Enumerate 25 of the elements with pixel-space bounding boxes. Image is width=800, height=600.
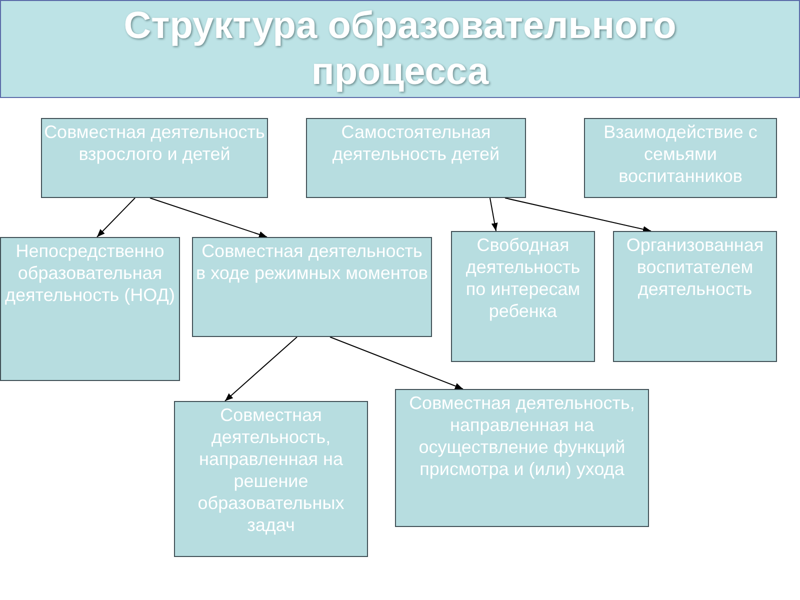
process-box: [41, 118, 268, 198]
process-box: [451, 231, 595, 362]
arrow: [150, 198, 268, 238]
arrow: [504, 198, 652, 232]
arrow: [330, 336, 464, 390]
box-text: Непосредственно образовательная деятельность (НОД): [4, 240, 176, 306]
process-box: [613, 231, 777, 362]
box-text: Самостоятельная деятельность детей: [331, 121, 501, 165]
box-text: Совместная деятельность, направленная на решение образовательных задач: [196, 404, 346, 536]
box-text: Взаимодействие с семьями воспитанников: [602, 121, 758, 187]
arrow: [96, 198, 136, 238]
box-text: Совместная деятельность, направленная на осуществление функций присмотра и (или) ухода: [408, 392, 636, 480]
box-text: Совместная деятельность взрослого и детей: [44, 121, 265, 165]
box-text: Совместная деятельность в ходе режимных моментов: [195, 240, 429, 284]
process-box: [0, 237, 180, 381]
title: Структура образовательного процесса: [122, 4, 678, 95]
box-text: Свободная деятельность по интересам ребенка: [464, 234, 582, 322]
process-box: [395, 389, 649, 527]
process-box: [192, 237, 432, 337]
arrow: [224, 336, 298, 402]
process-box: [174, 401, 368, 557]
process-box: [306, 118, 526, 198]
box-text: Организованная воспитателем деятельность: [625, 234, 765, 300]
process-box: [584, 118, 777, 198]
arrow: [490, 198, 498, 232]
